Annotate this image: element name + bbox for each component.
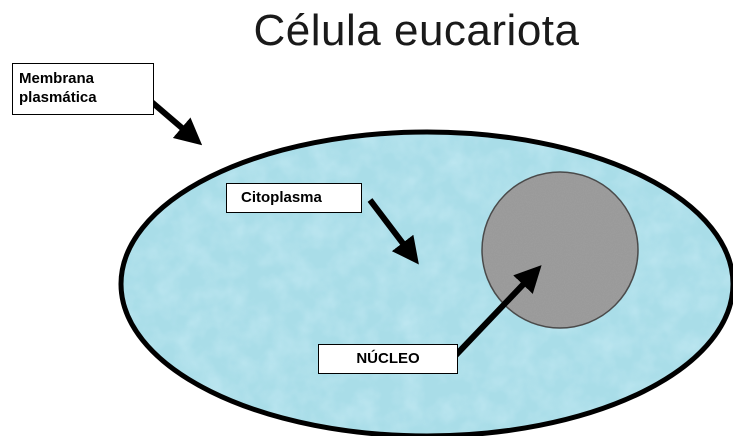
- membrane-label-line1: Membrana: [19, 69, 147, 88]
- cytoplasm-label: Citoplasma: [226, 183, 362, 213]
- membrane-label-line2: plasmática: [19, 88, 147, 107]
- membrane-label: Membrana plasmática: [12, 63, 154, 115]
- nucleus-label: NÚCLEO: [318, 344, 458, 374]
